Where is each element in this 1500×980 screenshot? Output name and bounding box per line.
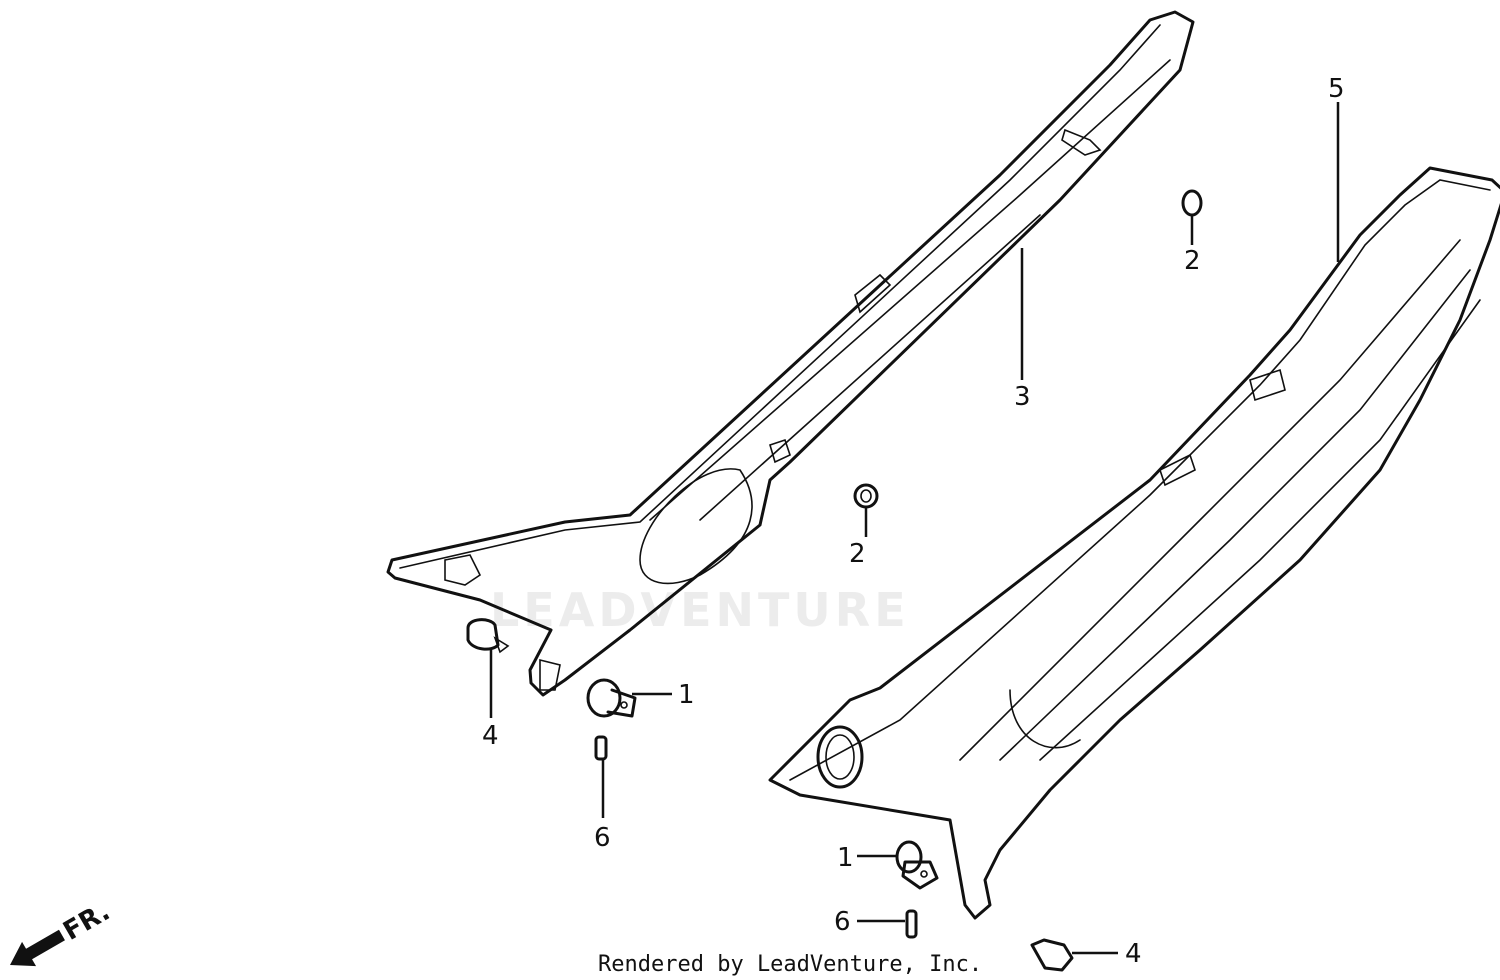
grommet-4-left — [466, 618, 510, 654]
grommet-1-left — [586, 678, 637, 718]
grommet-2-upper — [1181, 189, 1203, 217]
callout-3: 3 — [1014, 382, 1031, 412]
callout-2-lower: 2 — [849, 539, 866, 569]
watermark: LEADVENTURE — [490, 583, 910, 637]
leader-lines — [489, 102, 1340, 955]
clip-6-left — [594, 735, 608, 761]
callout-6-left: 6 — [594, 823, 611, 853]
footer-credit: Rendered by LeadVenture, Inc. — [598, 952, 982, 977]
grommet-2-lower — [853, 483, 879, 509]
callout-5: 5 — [1328, 74, 1345, 104]
callout-6-right: 6 — [834, 907, 851, 937]
clip-6-right — [905, 909, 918, 939]
direction-label: FR. — [58, 897, 115, 947]
right-side-cover — [768, 166, 1500, 920]
left-side-cover — [386, 10, 1195, 697]
callout-4-left: 4 — [482, 721, 499, 751]
callout-4-right: 4 — [1125, 939, 1142, 969]
front-direction-arrow: FR. — [10, 897, 115, 967]
callout-1-right: 1 — [837, 843, 854, 873]
grommet-4-right — [1030, 938, 1074, 972]
grommet-1-right — [895, 840, 939, 890]
callout-2-upper: 2 — [1184, 246, 1201, 276]
callout-1-left: 1 — [678, 680, 695, 710]
